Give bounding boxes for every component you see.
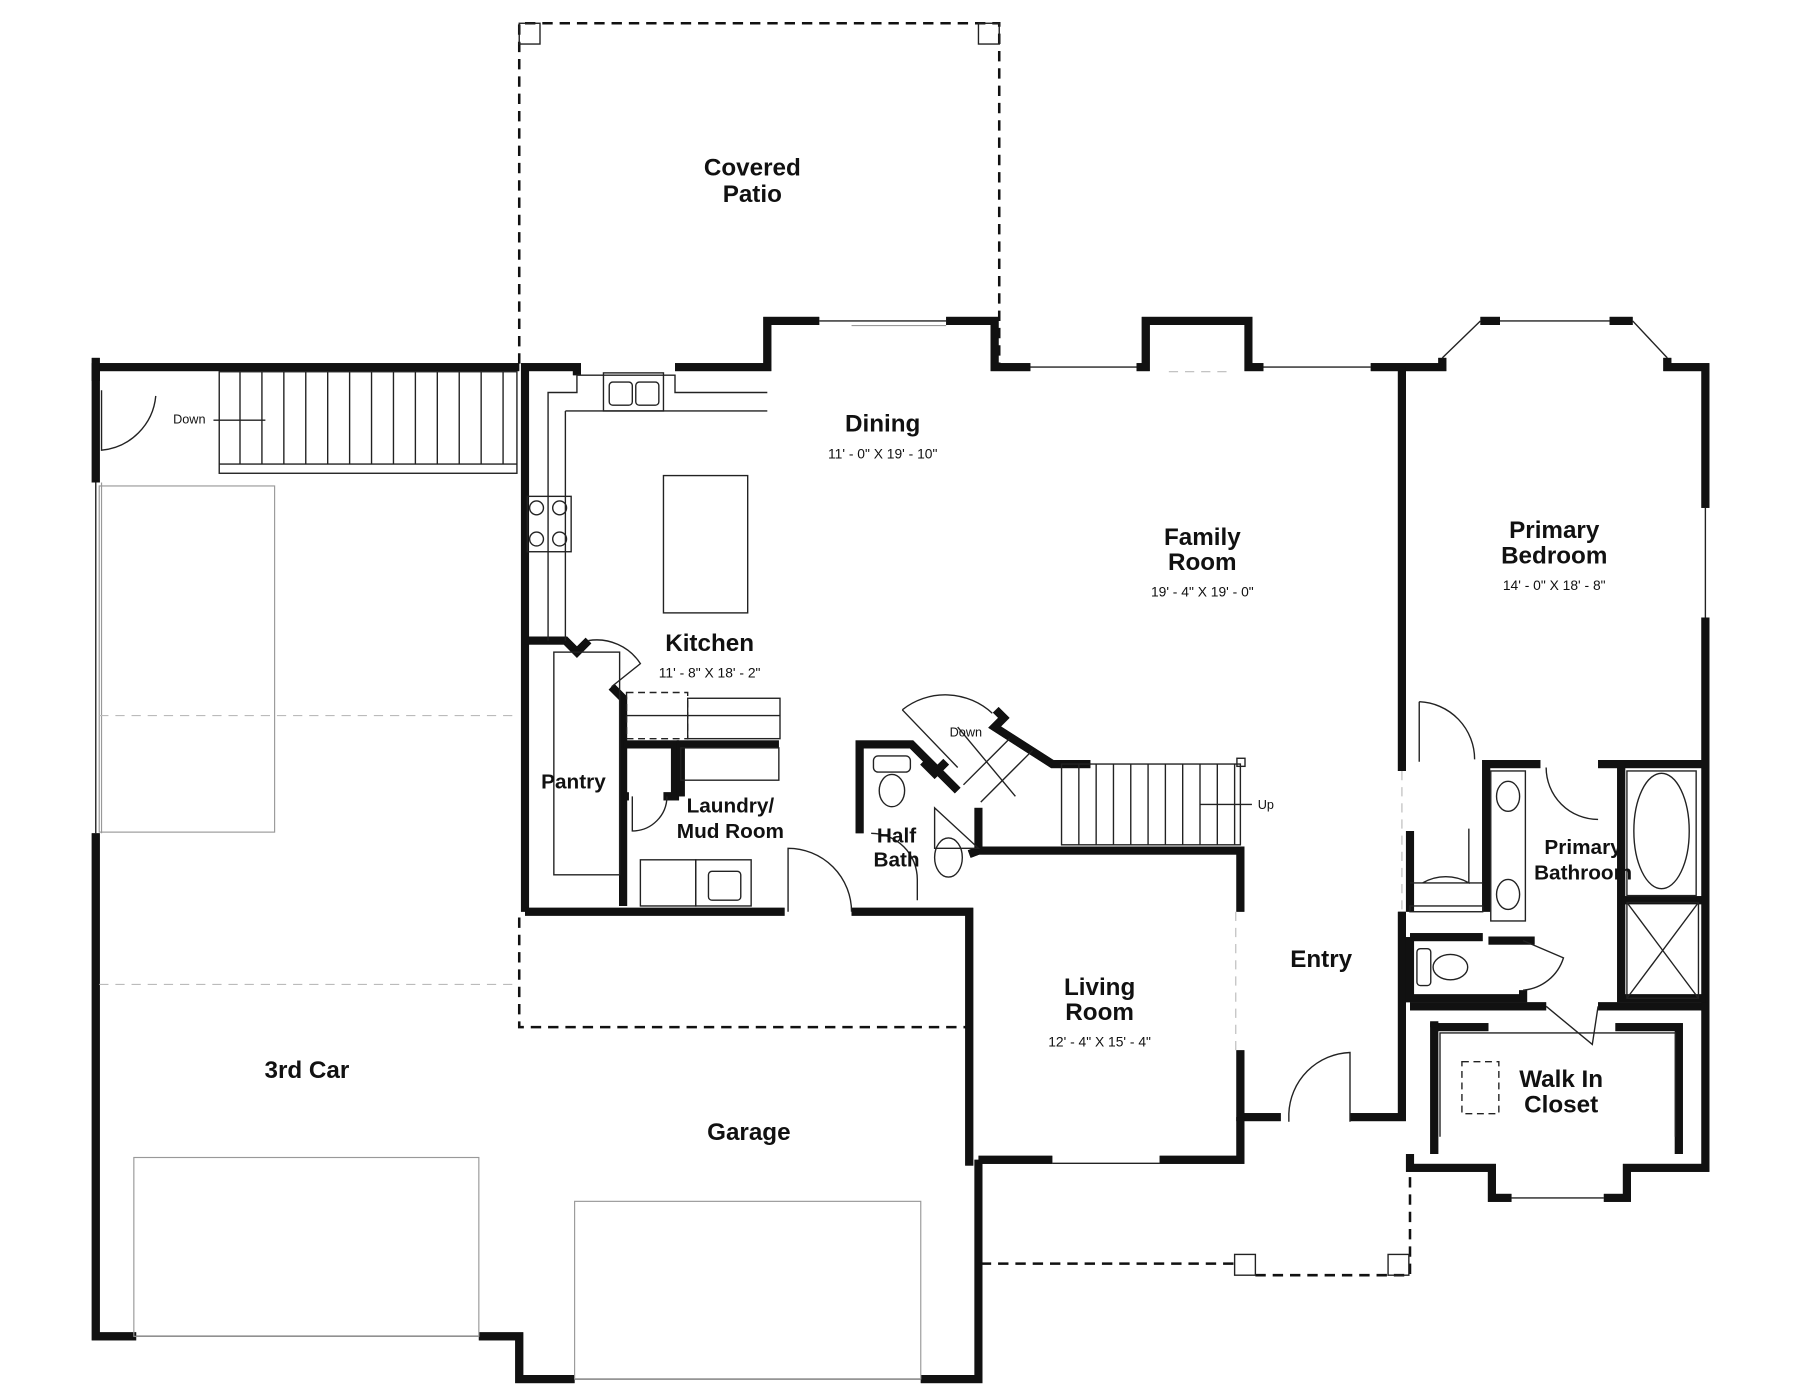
family-room-dims: 19' - 4" X 19' - 0" <box>1151 584 1254 600</box>
toilet-icon <box>878 773 906 808</box>
front-door[interactable] <box>1288 1051 1351 1122</box>
sink-icon <box>602 372 665 412</box>
covered-patio-label-2: Patio <box>723 181 782 208</box>
front-porch-outline <box>980 1167 1412 1277</box>
family-room-label-2: Room <box>1168 549 1237 576</box>
kitchen-label: Kitchen <box>665 630 754 657</box>
living-room-dims: 12' - 4" X 15' - 4" <box>1048 1034 1151 1050</box>
toilet-icon <box>1432 953 1469 981</box>
bathtub-icon <box>1626 770 1697 897</box>
laundry-label-1: Laundry/ <box>687 795 775 818</box>
dining-label: Dining <box>845 411 920 438</box>
primary-bathroom-label-1: Primary <box>1544 836 1622 859</box>
pantry-label: Pantry <box>541 770 606 793</box>
walls <box>96 321 1706 1379</box>
kitchen-fixtures <box>526 372 781 740</box>
primary-bedroom-label-2: Bedroom <box>1501 542 1607 569</box>
shower-icon <box>1626 901 1700 999</box>
kitchen-dims: 11' - 8" X 18' - 2" <box>659 665 761 681</box>
basement-door[interactable] <box>901 694 993 768</box>
living-room-label-1: Living <box>1064 974 1135 1001</box>
car-outlines <box>98 485 922 1380</box>
laundry-label-2: Mud Room <box>677 820 784 843</box>
garage-entry-door[interactable] <box>100 390 157 451</box>
cooktop-icon <box>526 495 572 553</box>
half-bath-fixtures <box>871 755 981 901</box>
kitchen-island <box>662 474 749 614</box>
primary-bathroom-label-2: Bathroom <box>1534 861 1632 884</box>
main-stairs: Up Down <box>901 694 1274 846</box>
main-stairs-up-label: Up <box>1258 798 1274 812</box>
half-bath-label-1: Half <box>877 825 916 848</box>
main-stairs-down-label: Down <box>950 725 982 739</box>
primary-bedroom-dims: 14' - 0" X 18' - 8" <box>1503 577 1606 593</box>
room-labels: Covered Patio Dining 11' - 0" X 19' - 10… <box>265 155 1633 1147</box>
garage-dashed-line <box>517 917 970 1029</box>
family-room-label-1: Family <box>1164 524 1241 551</box>
garage-stairs-down-label: Down <box>173 413 205 427</box>
half-bath-label-2: Bath <box>873 849 919 872</box>
garage-stairs: Down <box>173 371 518 474</box>
covered-patio-label-1: Covered <box>704 155 801 182</box>
walk-in-closet-label-1: Walk In <box>1519 1066 1603 1093</box>
living-room-label-2: Room <box>1065 999 1134 1026</box>
garage-label: Garage <box>707 1119 790 1146</box>
primary-bedroom-label-1: Primary <box>1509 517 1600 544</box>
primary-suite-fixtures <box>1409 701 1700 1137</box>
dining-dims: 11' - 0" X 19' - 10" <box>828 445 937 461</box>
entry-label: Entry <box>1290 946 1352 973</box>
mudroom-door[interactable] <box>787 847 853 912</box>
sink-icon <box>933 837 963 878</box>
washer-icon <box>695 859 752 907</box>
walk-in-closet-label-2: Closet <box>1524 1092 1598 1119</box>
covered-patio-outline <box>517 21 1001 364</box>
laundry-fixtures <box>553 651 853 912</box>
third-car-label: 3rd Car <box>265 1057 350 1084</box>
